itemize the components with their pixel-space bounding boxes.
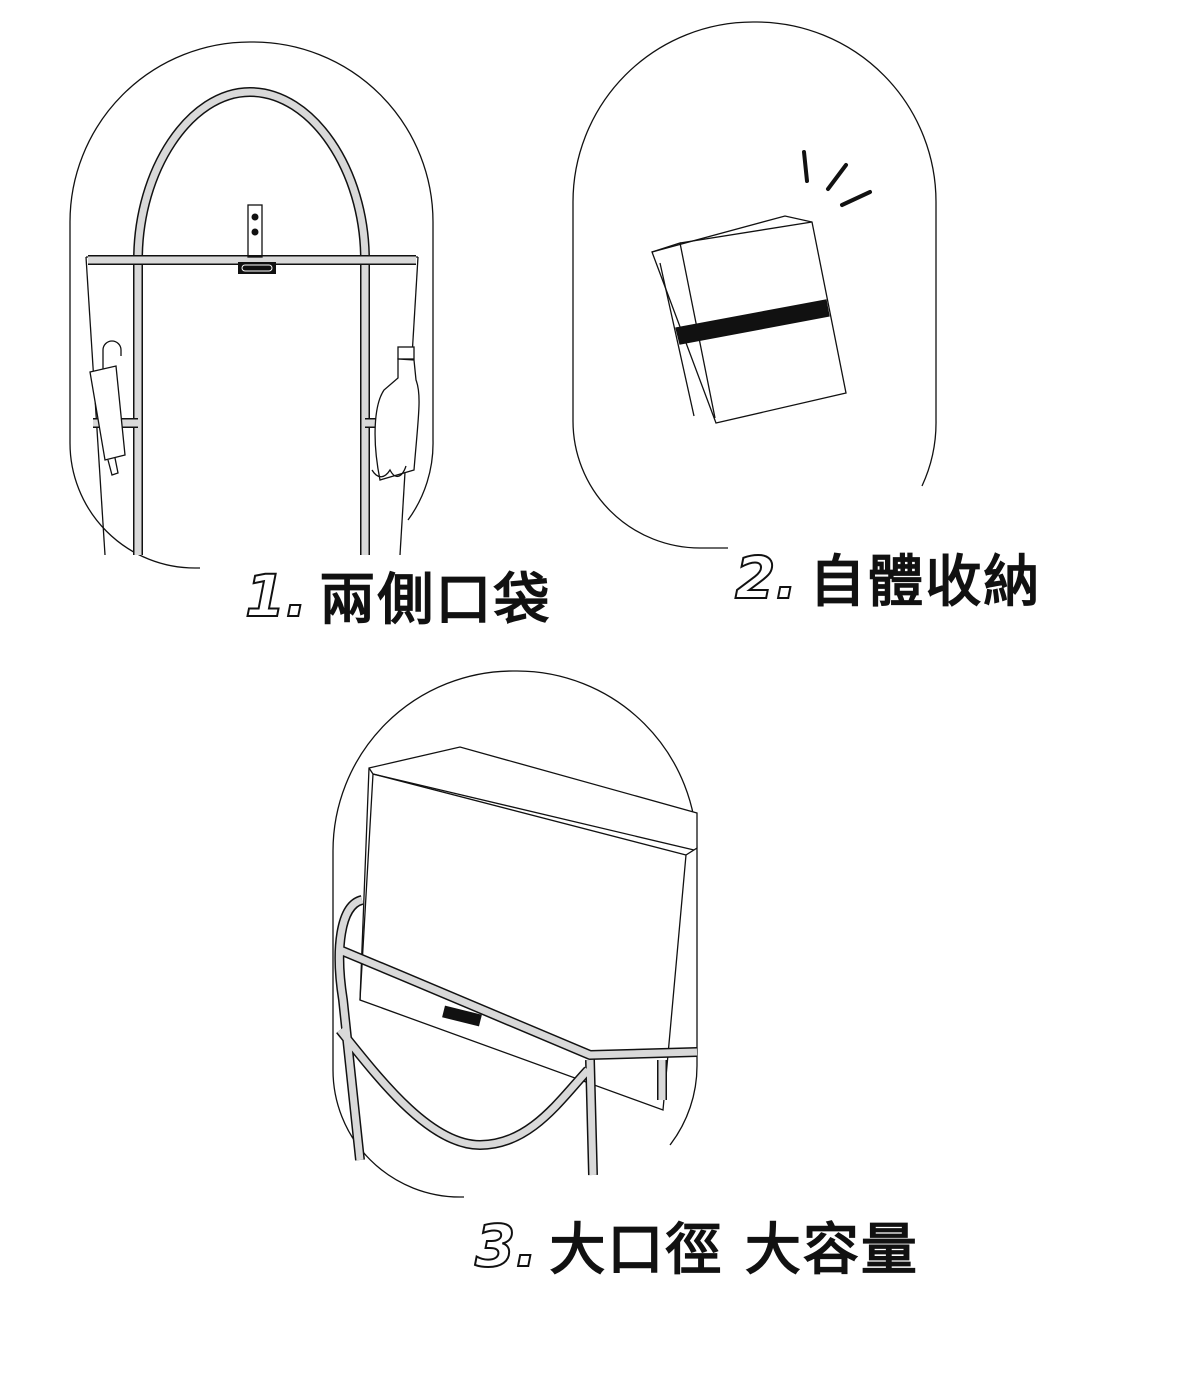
feature-label: 自體收納 — [809, 550, 1042, 615]
panel-frame — [572, 21, 937, 549]
feature-number: 1. — [244, 561, 308, 631]
bottle-icon — [371, 346, 420, 481]
folded-bag-icon — [651, 215, 847, 424]
panel-side-pockets — [69, 41, 434, 569]
umbrella-icon — [89, 340, 126, 476]
feature-3-caption: 3. 大口徑 大容量 — [474, 1205, 919, 1286]
tab — [247, 204, 263, 258]
panel-frame — [69, 41, 434, 569]
panel-large-capacity — [332, 670, 698, 1198]
feature-number: 2. — [734, 543, 798, 613]
panel-self-storage — [572, 21, 937, 549]
feature-label: 兩側口袋 — [319, 568, 552, 633]
feature-2-caption: 2. 自體收納 — [734, 537, 1042, 618]
feature-1-caption: 1. 兩側口袋 — [244, 555, 552, 636]
brand-label — [238, 262, 276, 274]
box-icon — [359, 746, 698, 1111]
sparkle-icon — [802, 150, 872, 207]
brand-label — [442, 1005, 482, 1027]
feature-label: 大口徑 大容量 — [549, 1218, 919, 1283]
feature-number: 3. — [474, 1211, 538, 1281]
